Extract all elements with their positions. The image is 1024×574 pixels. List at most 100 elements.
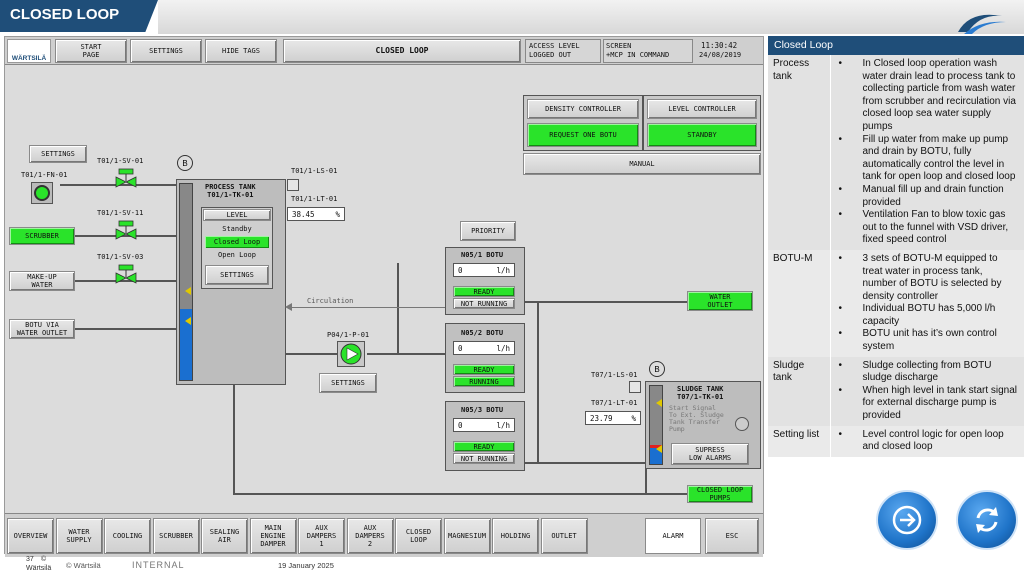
- process-tank-low-marker-icon: [185, 317, 191, 325]
- nav-button-scrubber[interactable]: SCRUBBER: [152, 518, 200, 554]
- level-controller-title: LEVEL CONTROLLER: [647, 99, 757, 119]
- forward-button[interactable]: [876, 490, 938, 550]
- botu-1-flow: 0: [458, 265, 463, 275]
- wartsila-swoosh-icon: [958, 14, 1006, 34]
- left-settings-button[interactable]: SETTINGS: [29, 145, 87, 163]
- pipe-scrubber: [75, 235, 176, 237]
- nav-button-aux-dampers-1[interactable]: AUX DAMPERS 1: [298, 518, 345, 554]
- nav-button-closed-loop[interactable]: CLOSED LOOP: [395, 518, 442, 554]
- suppress-low-alarms-button[interactable]: SUPRESS LOW ALARMS: [671, 443, 749, 465]
- level-controller-value[interactable]: STANDBY: [647, 123, 757, 147]
- nav-button-magnesium[interactable]: MAGNESIUM: [443, 518, 491, 554]
- level-option-standby[interactable]: Standby: [222, 225, 252, 233]
- botu-1-run: NOT RUNNING: [453, 298, 515, 309]
- botu-1-unit: l/h: [496, 265, 510, 275]
- nav-button-holding[interactable]: HOLDING: [492, 518, 539, 554]
- ls07-tag: T07/1-LS-01: [591, 371, 638, 379]
- clock-date: 24/08/2019: [699, 51, 742, 59]
- botu-1-flow-field: 0 l/h: [453, 263, 515, 277]
- info-row: BOTU-M3 sets of BOTU-M equipped to treat…: [768, 249, 1024, 357]
- footer-date: 19 January 2025: [278, 561, 334, 570]
- pipe-to-sludge: [525, 462, 645, 464]
- process-tank-title: PROCESS TANK T01/1-TK-01: [205, 183, 256, 199]
- pipe-makeup: [75, 280, 176, 282]
- alarm-button[interactable]: ALARM: [645, 518, 701, 554]
- lt07-tag: T07/1-LT-01: [591, 399, 638, 407]
- sludge-start-signal-text: Start Signal To Ext. Sludge Tank Transfe…: [669, 404, 724, 433]
- pipe-bottom-return: [233, 493, 687, 495]
- info-bullet: Ventilation Fan to blow toxic gas out to…: [836, 209, 1020, 247]
- nav-button-main-engine-damper[interactable]: MAIN ENGINE DAMPER: [249, 518, 297, 554]
- nav-button-aux-dampers-2[interactable]: AUX DAMPERS 2: [346, 518, 394, 554]
- pump-settings-button[interactable]: SETTINGS: [319, 373, 377, 393]
- valve-sv11-icon[interactable]: [113, 219, 139, 245]
- access-label: ACCESS LEVEL: [529, 42, 580, 50]
- info-bullet: Fill up water from make up pump and drai…: [836, 134, 1020, 184]
- nav-button-sealing-air[interactable]: SEALING AIR: [201, 518, 248, 554]
- fan-icon[interactable]: [31, 182, 53, 204]
- pipe-tank-to-pump: [233, 353, 339, 355]
- sludge-high-marker-icon: [656, 399, 662, 407]
- ls01-indicator: [287, 179, 299, 191]
- title-banner: [0, 0, 158, 32]
- pump-icon[interactable]: [337, 341, 365, 367]
- info-bullet: BOTU unit has it’s own control system: [836, 328, 1020, 353]
- nav-button-water-supply[interactable]: WATER SUPPLY: [55, 518, 103, 554]
- priority-button[interactable]: PRIORITY: [460, 221, 516, 241]
- info-bullet: Individual BOTU has 5,000 l/h capacity: [836, 303, 1020, 328]
- info-row: Setting listLevel control logic for open…: [768, 425, 1024, 457]
- botu-2-unit: l/h: [496, 343, 510, 353]
- lt01-tag: T01/1-LT-01: [291, 195, 338, 203]
- makeup-water-button[interactable]: MAKE-UP WATER: [9, 271, 75, 291]
- manual-button[interactable]: MANUAL: [523, 153, 761, 175]
- lt07-unit: %: [631, 413, 636, 423]
- botu-1-title: N05/1 BOTU: [461, 251, 504, 259]
- botu-3-unit: l/h: [496, 420, 510, 430]
- info-bullet: In Closed loop operation wash water drai…: [836, 58, 1020, 134]
- refresh-button[interactable]: [956, 490, 1018, 550]
- level-option-open-loop[interactable]: Open Loop: [218, 251, 256, 259]
- info-bullet: Level control logic for open loop and cl…: [836, 429, 1020, 454]
- level-option-closed-loop[interactable]: Closed Loop: [205, 236, 269, 248]
- hide-tags-button[interactable]: HIDE TAGS: [205, 39, 277, 63]
- info-row-items: Sludge collecting from BOTU sludge disch…: [830, 357, 1024, 426]
- info-bullet: Manual fill up and drain function provid…: [836, 184, 1020, 209]
- copyright-symbol: ©: [41, 556, 47, 563]
- nav-button-cooling[interactable]: COOLING: [104, 518, 151, 554]
- process-tank-level-fill: [180, 309, 192, 380]
- arrow-right-circle-icon: [892, 505, 922, 535]
- circulation-label: Circulation: [307, 297, 354, 305]
- start-page-button[interactable]: START PAGE: [55, 39, 127, 63]
- valve-sv01-icon[interactable]: [113, 167, 139, 193]
- sludge-low-marker-icon: [656, 445, 662, 453]
- info-bullet: 3 sets of BOTU-M equipped to treat water…: [836, 253, 1020, 303]
- access-value: LOGGED OUT: [529, 51, 572, 59]
- info-bullet: Sludge collecting from BOTU sludge disch…: [836, 360, 1020, 385]
- info-row-items: 3 sets of BOTU-M equipped to treat water…: [830, 250, 1024, 357]
- info-row-items: Level control logic for open loop and cl…: [830, 426, 1024, 457]
- page-number: 37: [26, 556, 34, 563]
- wartsila-logo: WÄRTSILÄ: [7, 39, 51, 63]
- pipe-pump-to-botu: [367, 353, 445, 355]
- pipe-circulation: [291, 307, 523, 308]
- esc-button[interactable]: ESC: [705, 518, 759, 554]
- scrubber-button[interactable]: SCRUBBER: [9, 227, 75, 245]
- botu-2-run: RUNNING: [453, 376, 515, 387]
- process-tank-settings-button[interactable]: SETTINGS: [205, 265, 269, 285]
- nav-button-outlet[interactable]: OUTLET: [540, 518, 588, 554]
- info-table-body: Process tankIn Closed loop operation was…: [768, 55, 1024, 457]
- sludge-tank-b-badge: B: [649, 361, 665, 377]
- botu-via-water-outlet-button[interactable]: BOTU VIA WATER OUTLET: [9, 319, 75, 339]
- pipe-tank-drain: [233, 383, 235, 495]
- sludge-tank-title: SLUDGE TANK T07/1-TK-01: [677, 385, 724, 401]
- density-controller-value[interactable]: REQUEST ONE BOTU: [527, 123, 639, 147]
- nav-button-overview[interactable]: OVERVIEW: [7, 518, 54, 554]
- settings-button[interactable]: SETTINGS: [130, 39, 202, 63]
- valve-sv03-icon[interactable]: [113, 263, 139, 289]
- closed-loop-pumps-button[interactable]: CLOSED LOOP PUMPS: [687, 485, 753, 503]
- sludge-signal-indicator: [735, 417, 749, 431]
- water-outlet-button[interactable]: WATER OUTLET: [687, 291, 753, 311]
- refresh-icon: [976, 507, 998, 533]
